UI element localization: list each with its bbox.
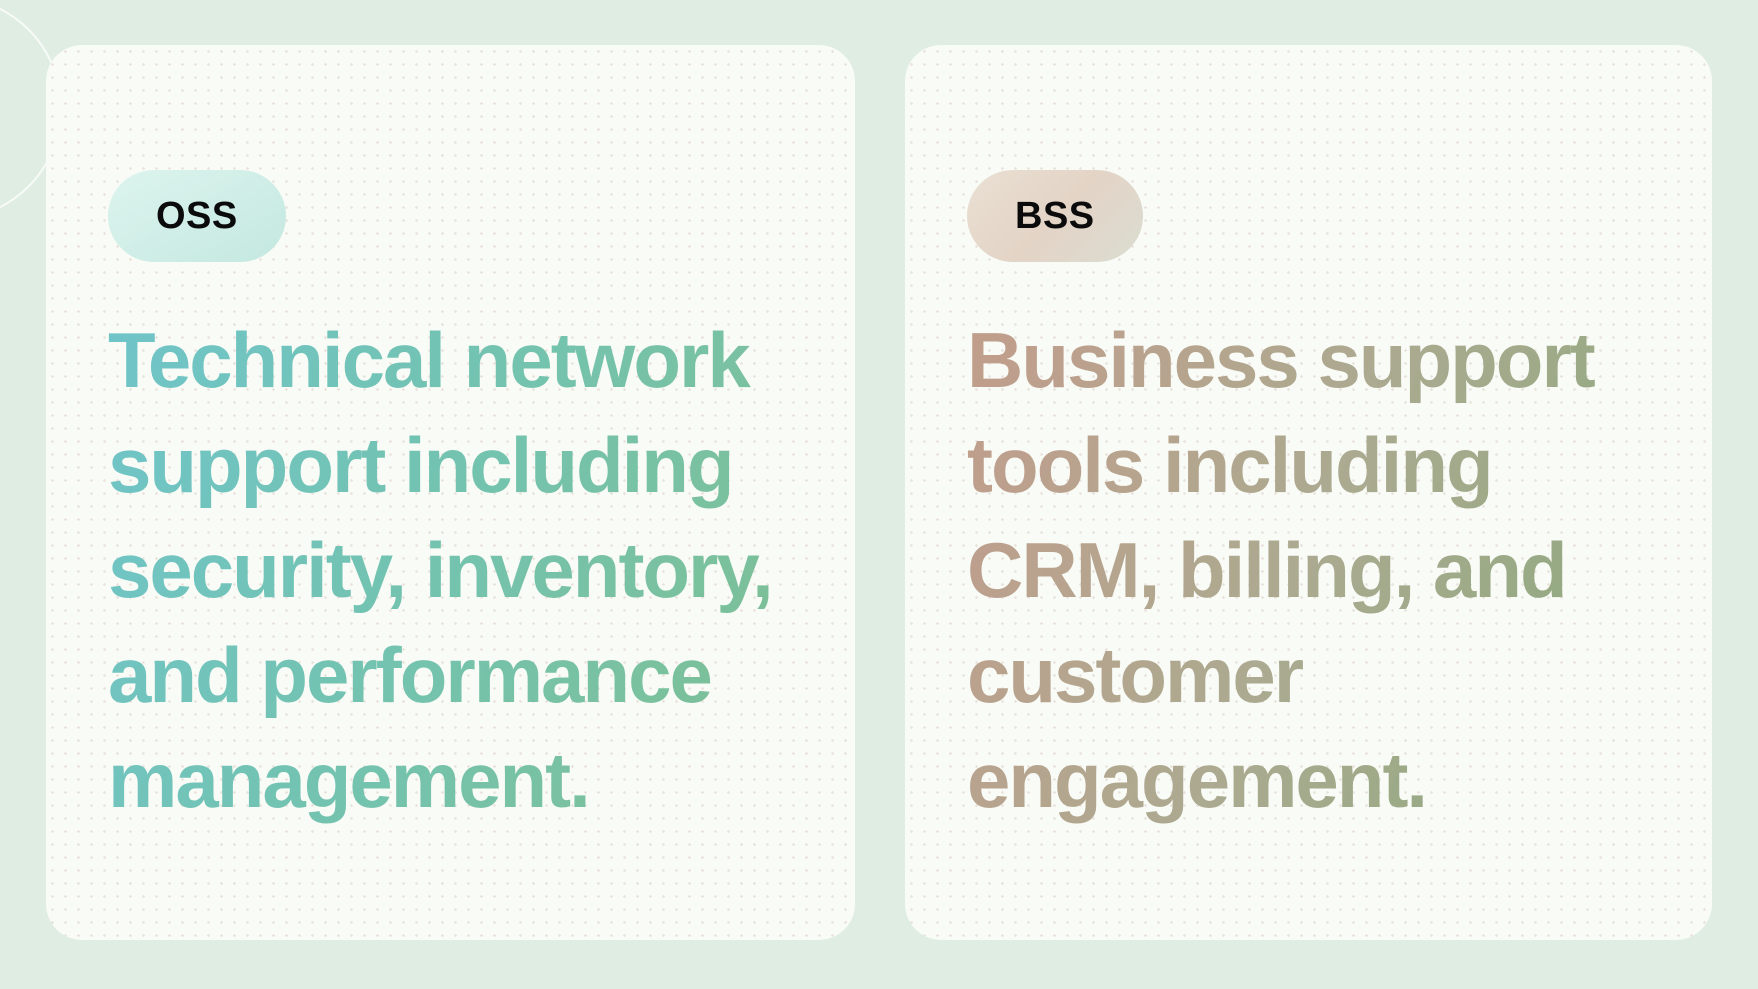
- oss-card: OSS Technical network support including …: [46, 45, 855, 940]
- bss-card: BSS Business support tools including CRM…: [905, 45, 1712, 940]
- bss-badge: BSS: [967, 170, 1143, 262]
- bss-card-title: Business support tools including CRM, bi…: [967, 308, 1650, 833]
- oss-card-title: Technical network support including secu…: [108, 308, 793, 833]
- oss-badge: OSS: [108, 170, 286, 262]
